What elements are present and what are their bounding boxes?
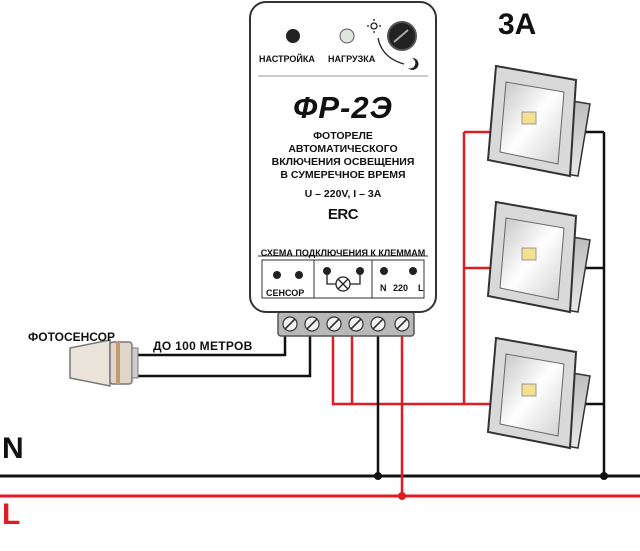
- load-indicator: [339, 28, 355, 44]
- description-line: В СУМЕРЕЧНОЕ ВРЕМЯ: [280, 169, 406, 181]
- terminal-wires: [350, 323, 404, 496]
- floodlight-2: [486, 200, 591, 314]
- load-label: НАГРУЗКА: [328, 54, 376, 64]
- device-face: НАСТРОЙКА НАГРУЗКА ФР-2Э ФОТОРЕЛЕ АВТОМА…: [250, 2, 436, 312]
- floodlight-3: [486, 336, 591, 450]
- neutral-label: N: [2, 432, 24, 465]
- photosensor-icon: [69, 339, 111, 387]
- moon-icon: [408, 57, 419, 70]
- settings-label: НАСТРОЙКА: [259, 54, 315, 64]
- lamp-symbol-icon: [326, 271, 361, 292]
- scheme-title: СХЕМА ПОДКЛЮЧЕНИЯ К КЛЕММАМ: [260, 248, 426, 258]
- device-specs: U – 220V, I – 3A: [304, 188, 382, 200]
- junction-lamp-n: [600, 472, 608, 480]
- distance-label: ДО 100 МЕТРОВ: [153, 339, 253, 353]
- certification-mark: ERC: [327, 206, 359, 223]
- settings-indicator: [286, 29, 300, 43]
- description-line: ФОТОРЕЛЕ: [313, 130, 373, 142]
- floodlight-1: [486, 64, 591, 178]
- current-rating-label: 3A: [498, 8, 537, 41]
- load-wires: [331, 130, 492, 406]
- junction-n: [374, 472, 382, 480]
- line-label: L: [2, 498, 21, 531]
- device-title: ФР-2Э: [293, 90, 393, 125]
- terminal-220-label: 220: [393, 283, 409, 293]
- terminal-sensor-label: СЕНСОР: [266, 288, 305, 298]
- relay-terminal-strip: [277, 311, 415, 337]
- terminal-l-label: L: [418, 283, 424, 293]
- relay-device: [249, 1, 437, 337]
- sun-icon: [367, 19, 381, 33]
- junction-l: [398, 492, 406, 500]
- photosensor: [69, 339, 139, 387]
- terminal-n-label: N: [380, 283, 387, 293]
- description-line: АВТОМАТИЧЕСКОГО: [288, 143, 398, 155]
- description-line: ВКЛЮЧЕНИЯ ОСВЕЩЕНИЯ: [271, 156, 415, 168]
- photosensor-label: ФОТОСЕНСОР: [28, 330, 115, 344]
